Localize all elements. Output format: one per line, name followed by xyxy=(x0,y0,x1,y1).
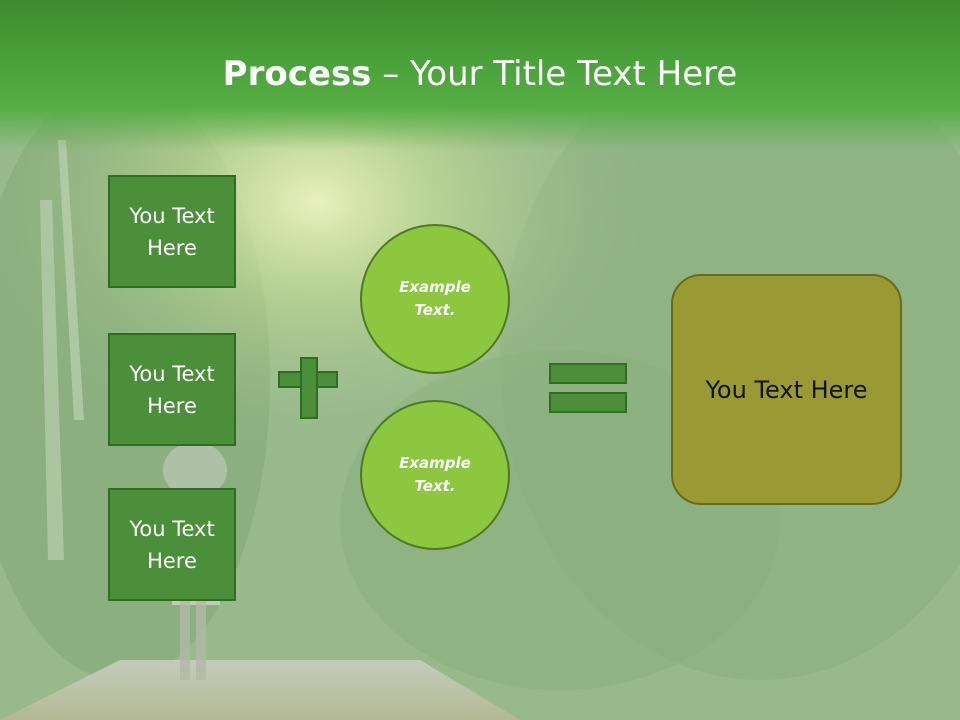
example-circle-2: Example Text. xyxy=(360,400,510,550)
title-bold: Process xyxy=(222,54,372,94)
title-band xyxy=(0,0,960,150)
text-box-3: You Text Here xyxy=(108,488,236,601)
title-dash: – xyxy=(371,54,411,94)
text-box-1: You Text Here xyxy=(108,175,236,288)
text-box-2: You Text Here xyxy=(108,333,236,446)
result-box: You Text Here xyxy=(671,274,902,505)
title-rest: Your Title Text Here xyxy=(410,54,738,94)
slide-title: Process – Your Title Text Here xyxy=(0,52,960,96)
example-circle-1: Example Text. xyxy=(360,224,510,374)
